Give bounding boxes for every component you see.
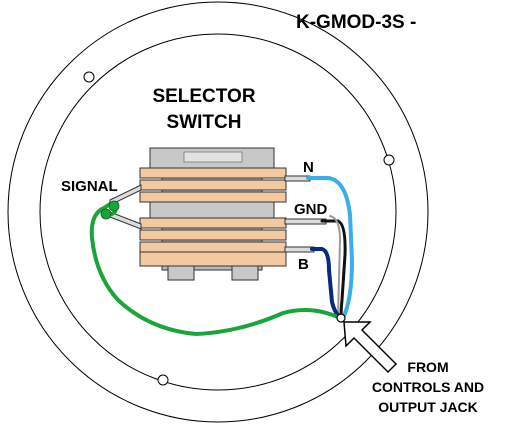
gnd-label: GND [294,201,328,218]
gray-wire [329,215,342,319]
switch-base [139,251,287,267]
neutral-wire [306,176,355,320]
gnd-terminal-lug [284,218,327,225]
switch-spacer [149,201,275,219]
b-wire [310,247,343,320]
from-arrow [343,321,398,374]
from-note-line3: OUTPUT JACK [378,399,478,415]
switch-wafer [139,167,287,179]
selector-switch [139,147,287,281]
signal-solder-joint-upper [108,200,120,212]
switch-foot-left [167,265,195,281]
switch-cap-highlight [183,151,243,163]
from-note-line2: CONTROLS AND [372,379,484,395]
selector-switch-label-line2: SWITCH [167,112,242,133]
ground-wire [320,219,347,320]
cable-entry-point [336,313,346,323]
switch-wafer [139,217,287,229]
signal-wire [89,202,342,337]
n-label: N [303,159,314,176]
switch-wafer [139,229,287,241]
diagram-title: K-GMOD-3S - [296,12,416,33]
mounting-hole-right [383,154,395,166]
outer-plate-ring [7,1,429,423]
signal-label: SIGNAL [61,178,118,195]
b-label: B [298,256,309,273]
inner-plate-ring [39,33,397,391]
switch-foot-right [231,265,259,281]
from-note-line1: FROM [407,359,448,375]
switch-wafer [139,241,287,253]
mounting-hole-bottom-left [157,374,169,386]
n-terminal-lug [284,175,311,182]
b-terminal-lug [284,246,315,253]
signal-solder-joint-lower [100,208,112,220]
switch-wafer [139,191,287,203]
switch-wafer [139,179,287,191]
mounting-hole-top-left [83,71,95,83]
selector-switch-label-line1: SELECTOR [152,86,255,107]
